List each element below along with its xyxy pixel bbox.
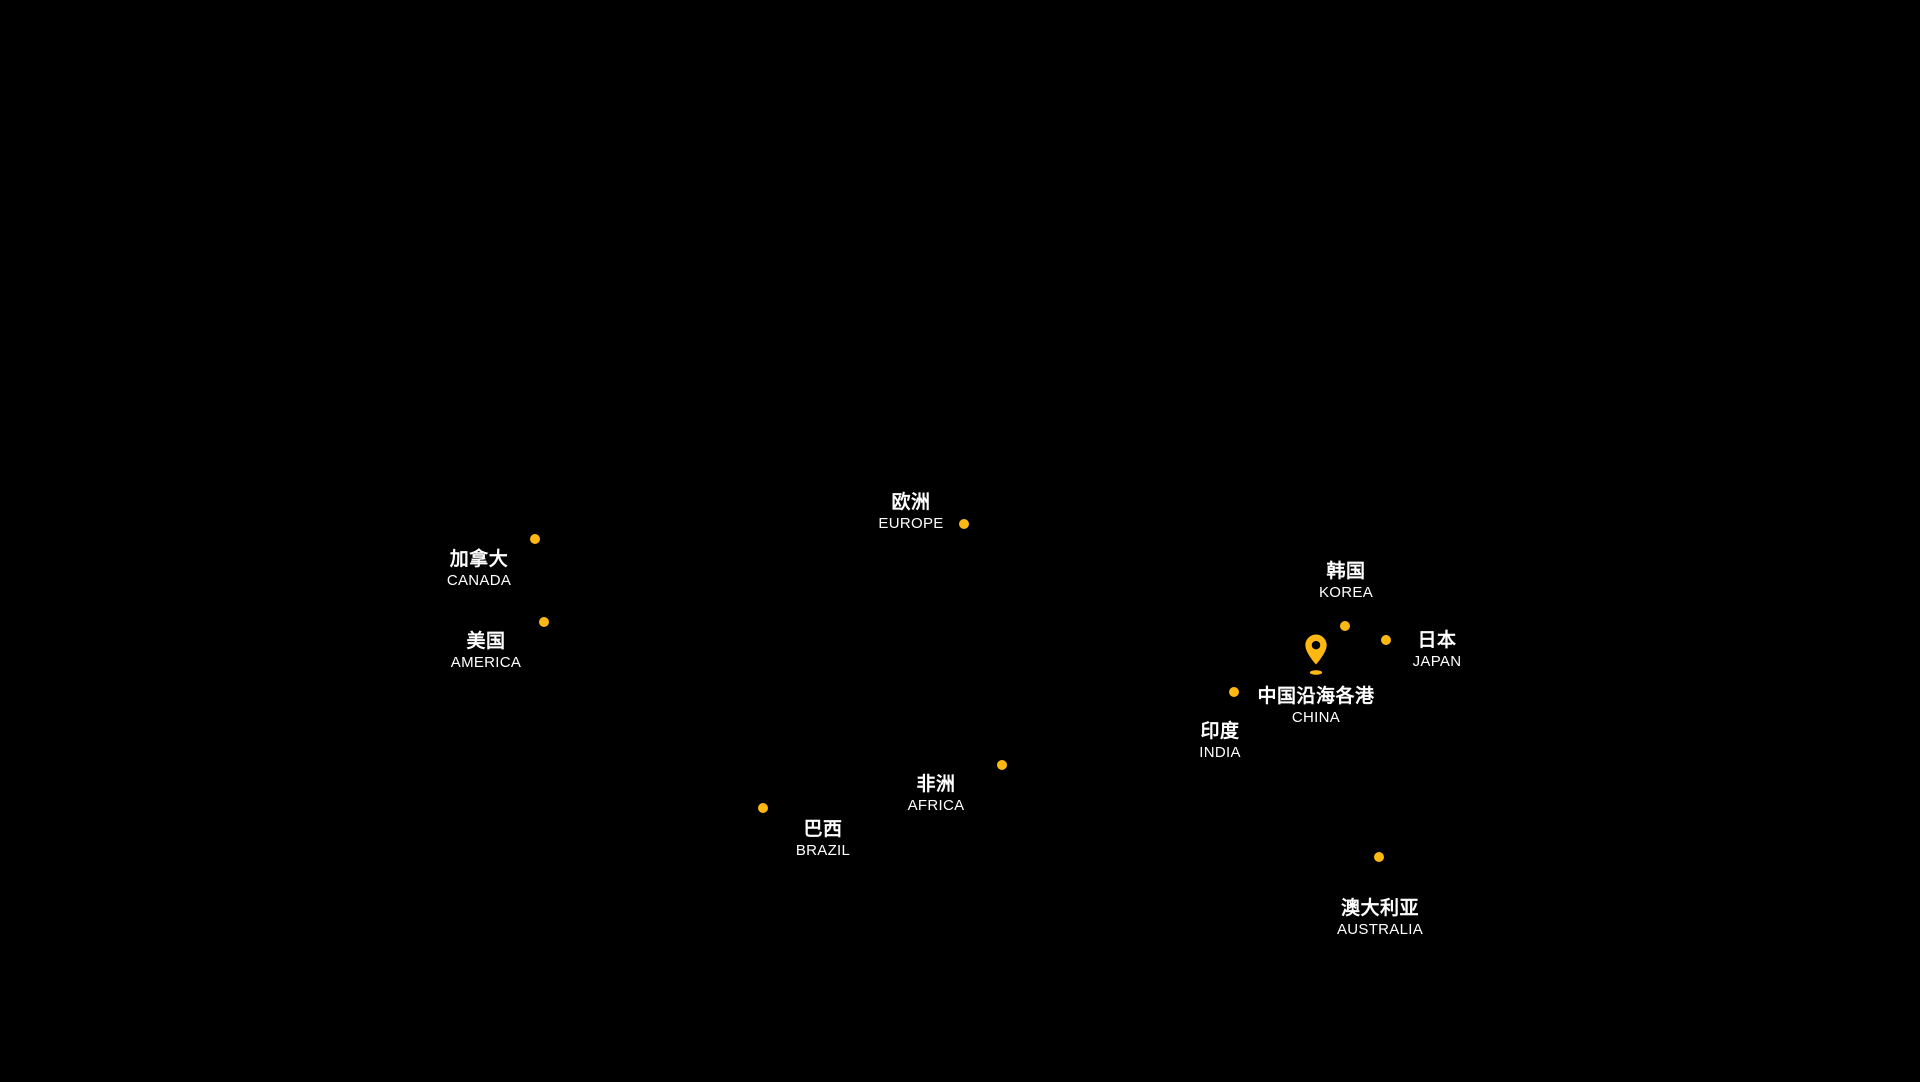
china-name-en: CHINA xyxy=(1291,709,1341,726)
japan-name-en: JAPAN xyxy=(1412,653,1462,670)
america-name-en: AMERICA xyxy=(450,654,522,671)
canada-name-en: CANADA xyxy=(446,572,512,589)
africa-label: 非洲 AFRICA xyxy=(908,774,965,815)
canada-dot-icon xyxy=(530,534,540,544)
india-dot-icon xyxy=(1229,687,1239,697)
brazil-dot-icon xyxy=(758,803,768,813)
india-name-zh: 印度 xyxy=(1200,721,1240,742)
china-label: 中国沿海各港 CHINA xyxy=(1257,686,1374,727)
africa-dot-icon xyxy=(997,760,1007,770)
australia-dot-icon xyxy=(1374,852,1384,862)
india-label: 印度 INDIA xyxy=(1199,721,1241,762)
korea-label: 韩国 KOREA xyxy=(1319,561,1373,602)
canada-name-zh: 加拿大 xyxy=(449,549,509,570)
america-dot-icon xyxy=(539,617,549,627)
australia-name-zh: 澳大利亚 xyxy=(1340,898,1419,919)
india-name-en: INDIA xyxy=(1199,744,1241,761)
canada-label: 加拿大 CANADA xyxy=(447,549,511,590)
china-pin-marker xyxy=(1300,633,1332,676)
europe-dot-icon xyxy=(959,519,969,529)
africa-name-zh: 非洲 xyxy=(916,774,956,795)
europe-label: 欧洲 EUROPE xyxy=(878,492,943,533)
africa-name-en: AFRICA xyxy=(907,797,965,814)
location-pin-icon xyxy=(1305,634,1327,675)
australia-name-en: AUSTRALIA xyxy=(1336,921,1424,938)
brazil-name-zh: 巴西 xyxy=(803,819,843,840)
america-name-zh: 美国 xyxy=(466,631,506,652)
brazil-label: 巴西 BRAZIL xyxy=(796,819,850,860)
australia-label: 澳大利亚 AUSTRALIA xyxy=(1337,898,1423,939)
china-name-zh: 中国沿海各港 xyxy=(1257,686,1375,707)
japan-dot-icon xyxy=(1381,635,1391,645)
europe-name-en: EUROPE xyxy=(878,515,944,532)
japan-name-zh: 日本 xyxy=(1417,630,1457,651)
korea-name-en: KOREA xyxy=(1318,584,1374,601)
america-label: 美国 AMERICA xyxy=(451,631,521,672)
japan-label: 日本 JAPAN xyxy=(1413,630,1462,671)
brazil-name-en: BRAZIL xyxy=(795,842,851,859)
korea-dot-icon xyxy=(1340,621,1350,631)
korea-name-zh: 韩国 xyxy=(1326,561,1366,582)
europe-name-zh: 欧洲 xyxy=(891,492,931,513)
